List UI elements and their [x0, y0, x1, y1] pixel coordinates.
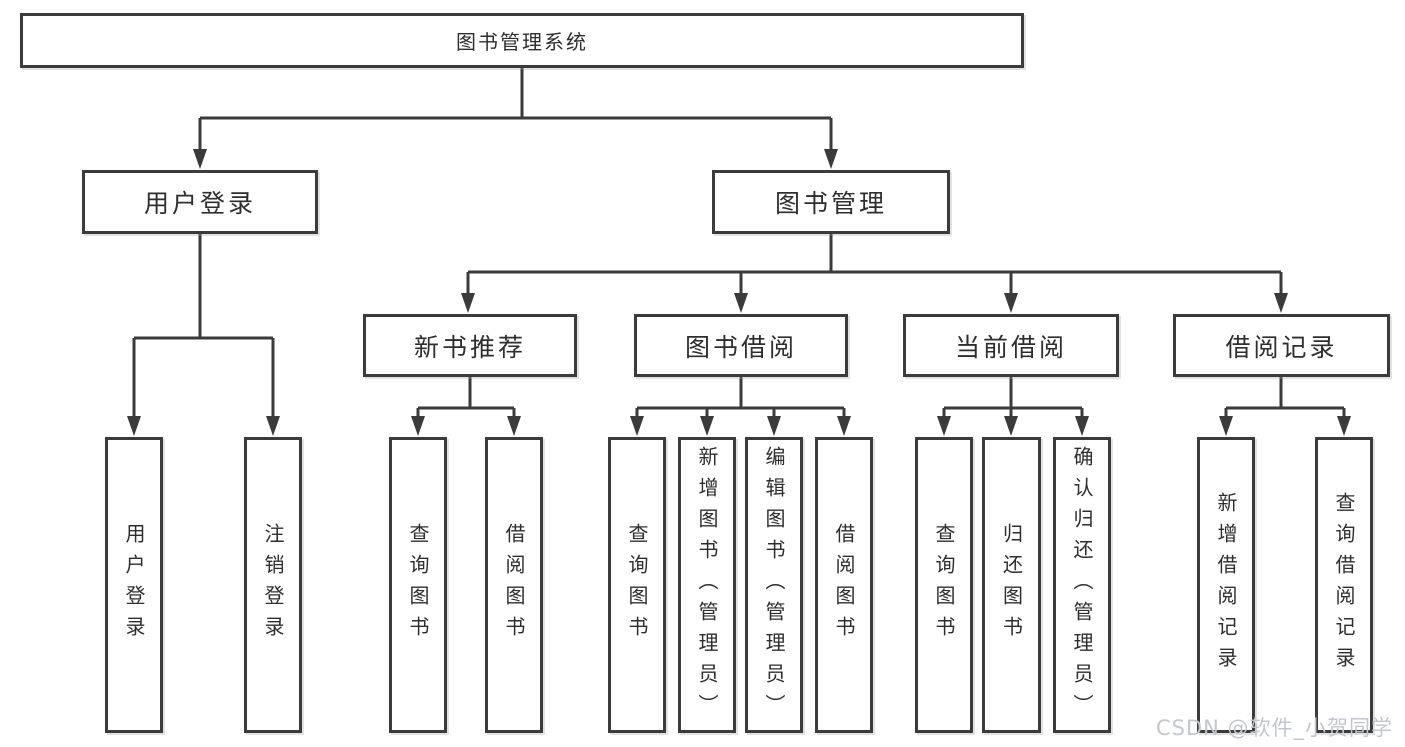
node-label: 用户登录: [122, 523, 146, 647]
leaf-query-books-recommend: 查询图书: [389, 437, 447, 733]
node-label: 查询图书: [406, 523, 430, 647]
node-library-management-system: 图书管理系统: [20, 13, 1024, 68]
node-label: 新增图书（管理员）: [695, 445, 719, 725]
leaf-user-login: 用户登录: [105, 437, 163, 733]
node-label: 用户登录: [143, 189, 256, 218]
leaf-query-borrow-record: 查询借阅记录: [1315, 437, 1373, 733]
node-label: 图书借阅: [684, 332, 797, 362]
node-label: 借阅记录: [1225, 332, 1338, 362]
node-label: 确认归还（管理员）: [1070, 445, 1094, 725]
node-label: 新增借阅记录: [1214, 492, 1238, 678]
node-borrowing-records: 借阅记录: [1173, 314, 1390, 377]
node-label: 当前借阅: [954, 332, 1067, 362]
node-label: 注销登录: [261, 523, 285, 647]
node-label: 编辑图书（管理员）: [762, 445, 786, 725]
leaf-query-books-current: 查询图书: [915, 437, 973, 733]
node-label: 查询借阅记录: [1332, 492, 1356, 678]
node-label: 借阅图书: [832, 523, 856, 647]
leaf-add-books-admin: 新增图书（管理员）: [678, 437, 736, 733]
leaf-add-borrow-record: 新增借阅记录: [1197, 437, 1255, 733]
leaf-logout-login: 注销登录: [244, 437, 302, 733]
leaf-borrow-books-recommend: 借阅图书: [485, 437, 543, 733]
node-book-management: 图书管理: [712, 170, 950, 234]
node-new-book-recommendation: 新书推荐: [363, 314, 577, 377]
node-label: 借阅图书: [502, 523, 526, 647]
leaf-borrow-books-borrowing: 借阅图书: [815, 437, 873, 733]
node-label: 查询图书: [932, 523, 956, 647]
node-current-borrowing: 当前借阅: [903, 314, 1119, 377]
leaf-confirm-return-admin: 确认归还（管理员）: [1053, 437, 1111, 733]
node-label: 图书管理: [774, 189, 887, 218]
node-label: 图书管理系统: [456, 30, 588, 54]
leaf-edit-books-admin: 编辑图书（管理员）: [745, 437, 803, 733]
node-book-borrowing: 图书借阅: [634, 314, 848, 377]
node-user-login: 用户登录: [82, 170, 318, 234]
leaf-query-books-borrowing: 查询图书: [608, 437, 666, 733]
node-label: 归还图书: [999, 523, 1024, 647]
node-label: 查询图书: [625, 523, 649, 647]
watermark-text: CSDN @软件_小贺同学: [1156, 716, 1394, 740]
node-label: 新书推荐: [413, 332, 526, 362]
leaf-return-books: 归还图书: [982, 437, 1041, 733]
